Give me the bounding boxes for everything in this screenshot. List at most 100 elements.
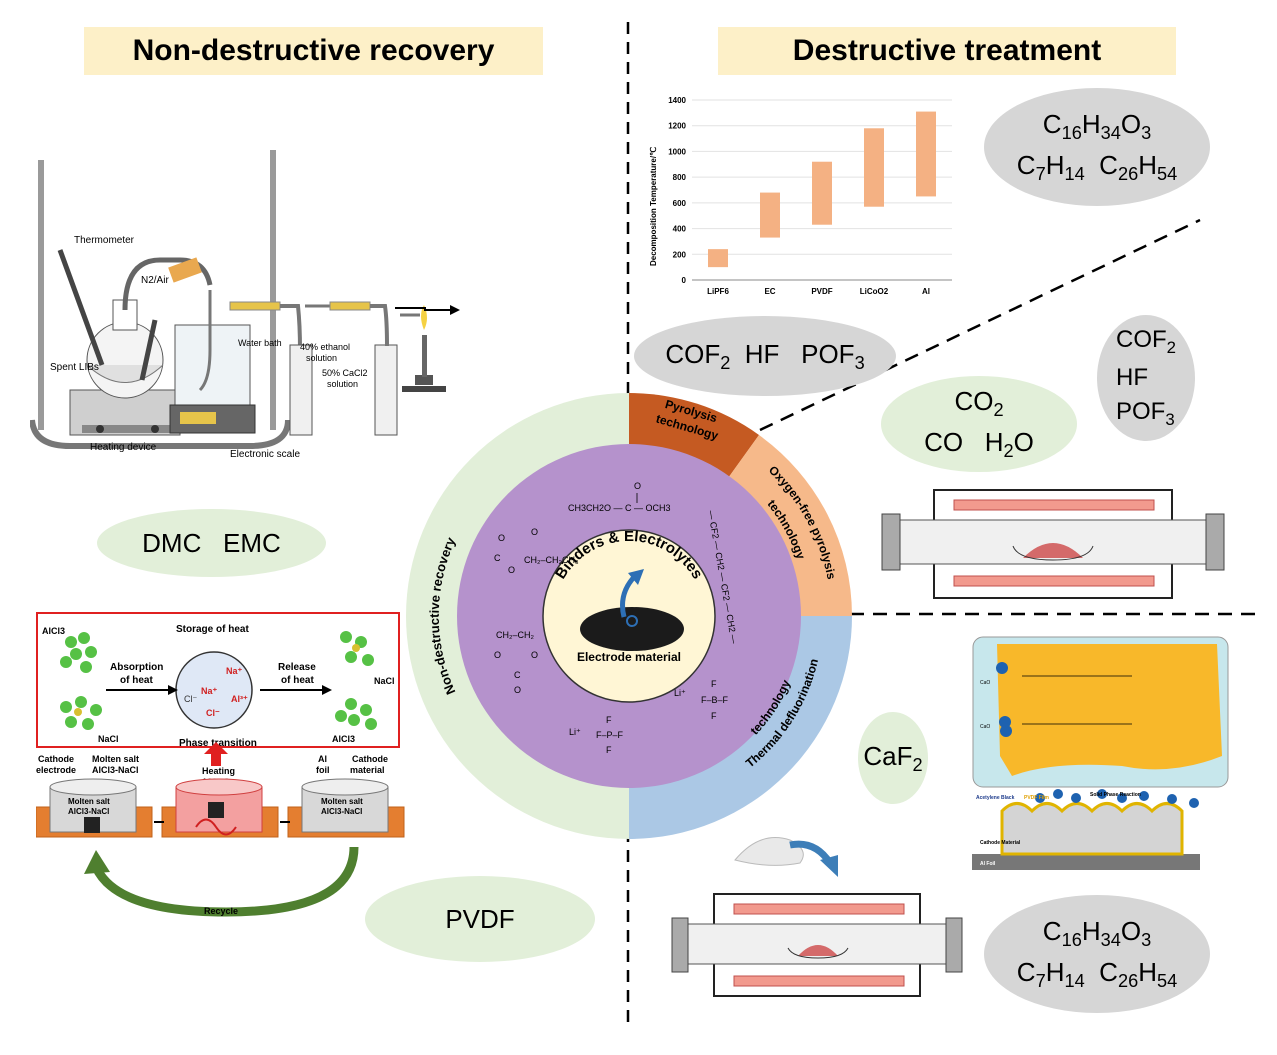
- label-release-1: Release: [278, 662, 316, 673]
- svg-text:CH₂–CH₂CH₃: CH₂–CH₂CH₃: [524, 555, 579, 565]
- svg-text:O: O: [531, 527, 538, 537]
- bar-pvdf: [812, 161, 832, 225]
- svg-text:O: O: [531, 650, 538, 660]
- pvdf-text: PVDF: [445, 903, 515, 934]
- carbon-gas-ellipse: CO2 CO H2O: [881, 376, 1077, 472]
- bar-ec: [760, 192, 780, 238]
- right-title: Destructive treatment: [718, 27, 1176, 75]
- svg-text:Cl⁻: Cl⁻: [206, 708, 220, 718]
- gas-burner: [415, 375, 433, 385]
- x-tick-label: LiCoO2: [860, 287, 889, 296]
- label-water-bath: Water bath: [238, 338, 282, 348]
- y-tick-label: 800: [673, 173, 687, 182]
- label-nacl-left: NaCl: [98, 734, 119, 744]
- fluoride-gas-ellipse: COF2 HF POF3: [634, 316, 896, 396]
- label-vessel-left-2: AlCl3-NaCl: [68, 807, 109, 816]
- label-vessel-right-2: AlCl3-NaCl: [321, 807, 362, 816]
- svg-text:F: F: [711, 711, 717, 721]
- svg-text:Na⁺: Na⁺: [226, 666, 243, 676]
- label-molten-salt-1: Molten salt: [92, 754, 139, 764]
- y-tick-label: 400: [673, 225, 687, 234]
- caf2-text: CaF2: [863, 740, 923, 775]
- central-wheel: Binders & Electrolytes Electrode materia…: [406, 393, 852, 839]
- crystal-alcl3-right: [335, 698, 377, 730]
- y-tick-label: 600: [673, 199, 687, 208]
- label-electronic-scale: Electronic scale: [230, 449, 300, 460]
- bar-licoo2: [864, 128, 884, 207]
- recycle-arrow: [91, 846, 359, 917]
- x-tick-label: PVDF: [811, 287, 832, 296]
- label-acetylene-black: Acetylene Black: [976, 795, 1015, 801]
- label-spent-libs: Spent LIBs: [50, 362, 99, 373]
- chem-pf6: Li⁺F–P–FFF: [569, 715, 624, 755]
- chart-y-label: Decomposition Temperature/℃: [649, 147, 658, 266]
- label-al-foil-1: Al: [318, 754, 327, 764]
- al-foil-layer: [972, 854, 1200, 870]
- molten-salt-diagram: AlCl3 NaCl NaCl AlCl3 Storage of heat Na…: [36, 612, 405, 917]
- y-tick-label: 200: [673, 250, 687, 259]
- label-pvdf-film: PVDF Film: [1024, 795, 1050, 801]
- formula-cof2-hf-pof3: COF2 HF POF3: [665, 338, 865, 373]
- label-cathode-material-2: material: [350, 765, 385, 775]
- bar-al: [916, 111, 936, 197]
- x-tick-label: LiPF6: [707, 287, 729, 296]
- label-release-2: of heat: [281, 675, 314, 686]
- label-phase-transition: Phase transition: [179, 738, 257, 749]
- label-cacl2-2: solution: [327, 379, 358, 389]
- svg-text:Li⁺: Li⁺: [674, 688, 686, 698]
- crystal-nacl-right: [340, 631, 374, 666]
- electrode-powder: [580, 607, 684, 651]
- svg-text:O: O: [494, 650, 501, 660]
- svg-text:CH₂–CH₂: CH₂–CH₂: [496, 630, 534, 640]
- label-recycle: Recycle: [204, 906, 238, 916]
- formula-co-h2o: CO H2O: [924, 427, 1034, 462]
- label-cathode-material-1: Cathode: [352, 754, 388, 764]
- label-alcl3-right: AlCl3: [332, 734, 355, 744]
- label-cacl2-1: 50% CaCl2: [322, 368, 368, 378]
- label-heating-device: Heating device: [90, 442, 157, 453]
- x-tick-label: Al: [922, 287, 930, 296]
- chart-x-ticks: LiPF6 EC PVDF LiCoO2 Al: [707, 287, 930, 296]
- label-n2-air: N2/Air: [141, 275, 169, 286]
- dmc-emc-ellipse: DMC EMC: [97, 509, 326, 577]
- thermometer: [57, 249, 105, 366]
- label-alcl3-top: AlCl3: [42, 626, 65, 636]
- svg-text:F–B–F: F–B–F: [701, 695, 729, 705]
- svg-text:O: O: [498, 533, 505, 543]
- formula-c16h34o3-bottom: C16H34O3: [1042, 916, 1152, 951]
- label-al-foil-2: foil: [316, 765, 330, 775]
- hydrocarbon-ellipse-bottom: C16H34O3 C7H14 C26H54: [984, 895, 1210, 1013]
- label-ethanol-2: solution: [306, 353, 337, 363]
- dmc-emc-text: DMC EMC: [142, 527, 281, 558]
- right-title-text: Destructive treatment: [792, 34, 1102, 67]
- chem-ester: CH3CH2O — C — OCH3: [568, 503, 671, 513]
- label-storage-of-heat: Storage of heat: [176, 624, 249, 635]
- bar-lipf6: [708, 249, 728, 268]
- crystal-nacl-left: [60, 696, 102, 730]
- label-absorption-2: of heat: [120, 675, 153, 686]
- y-tick-label: 0: [682, 276, 687, 285]
- mech-cao-2: CaO: [980, 724, 990, 730]
- label-molten-salt-2: AlCl3-NaCl: [92, 765, 139, 775]
- pyrolysis-apparatus: Thermometer N2/Air Spent LIBs Water bath…: [30, 150, 460, 460]
- wash-bottle-cacl2: [374, 344, 398, 436]
- cathode-layer: [1000, 802, 1184, 856]
- powder-arrow: [734, 837, 838, 877]
- x-tick-label: EC: [764, 287, 775, 296]
- svg-text:Cl⁻: Cl⁻: [184, 694, 197, 704]
- chart-bars: [708, 111, 936, 268]
- y-tick-label: 1000: [668, 147, 686, 156]
- mech-cao-1: CaO: [980, 680, 990, 686]
- formula-c7-c26-bottom: C7H14 C26H54: [1016, 957, 1178, 992]
- svg-text:C: C: [514, 670, 521, 680]
- svg-text:O: O: [508, 565, 515, 575]
- label-solid-phase: Solid Phase Reaction: [1090, 792, 1141, 798]
- svg-text:O: O: [634, 481, 641, 491]
- y-tick-label: 1400: [668, 96, 686, 105]
- svg-text:F: F: [606, 715, 612, 725]
